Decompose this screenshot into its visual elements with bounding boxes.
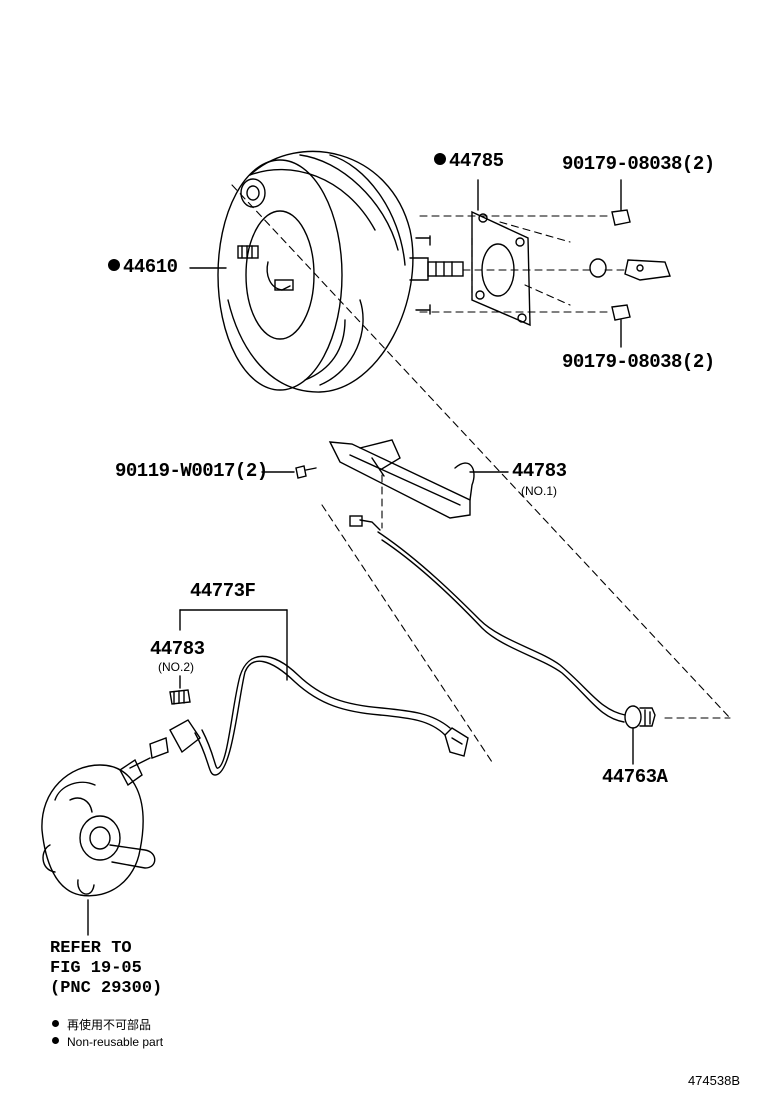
bolt-90119 (295, 465, 317, 479)
part-label-44610[interactable]: 44610 (108, 258, 178, 277)
part-label-44773f[interactable]: 44773F (190, 580, 256, 602)
nut-bottom (611, 304, 631, 321)
legend-en: Non-reusable part (52, 1036, 163, 1048)
part-sublabel-no1: (NO.1) (521, 484, 557, 498)
non-reusable-icon (434, 153, 446, 165)
booster-gasket (471, 210, 531, 327)
part-label-90179-top[interactable]: 90179-08038(2) (562, 153, 715, 175)
part-label-90179-bottom[interactable]: 90179-08038(2) (562, 351, 715, 373)
nut-top (611, 209, 631, 226)
legend-jp: 再使用不可部品 (52, 1019, 151, 1031)
part-label-44783-no2[interactable]: 44783 (150, 638, 205, 660)
vacuum-hose-44773f (194, 655, 469, 776)
brake-booster (217, 150, 464, 393)
clevis-pin (589, 258, 607, 278)
filled-circle-icon (52, 1020, 59, 1027)
vacuum-tube-upper (349, 515, 626, 723)
check-valve (624, 705, 656, 765)
refer-line-2[interactable]: FIG 19-05 (50, 959, 142, 978)
part-label-44785[interactable]: 44785 (434, 152, 504, 171)
refer-line-1[interactable]: REFER TO (50, 939, 132, 958)
clevis (624, 259, 671, 281)
hose-connector (149, 719, 201, 759)
filled-circle-icon (52, 1037, 59, 1044)
part-label-44783-no1[interactable]: 44783 (512, 460, 567, 482)
part-label-44763a[interactable]: 44763A (602, 766, 668, 788)
clip-44783-no2 (169, 689, 191, 705)
refer-line-3[interactable]: (PNC 29300) (50, 979, 163, 998)
part-sublabel-no2: (NO.2) (158, 660, 194, 674)
part-label-90119[interactable]: 90119-W0017(2) (115, 460, 268, 482)
non-reusable-icon (108, 259, 120, 271)
vacuum-pump (41, 757, 156, 897)
vacuum-tube-bracket-no1 (328, 439, 475, 519)
figure-id: 474538B (687, 1073, 740, 1088)
